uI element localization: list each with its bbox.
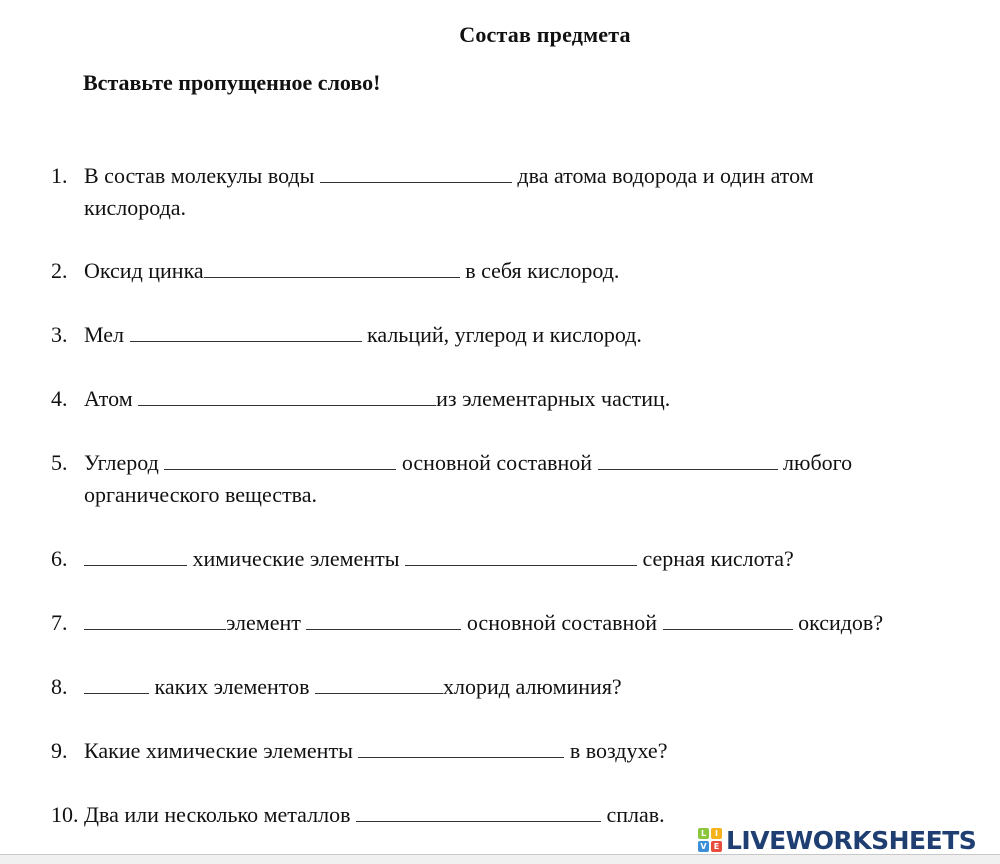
logo-letter-block: L [698,828,709,839]
question-text: основной составной [461,610,663,635]
answer-blank[interactable] [203,257,460,278]
question-item: 6. химические элементы серная кислота? [51,543,794,575]
question-text: в воздухе? [564,738,668,763]
question-text: элемент [226,610,307,635]
question-text: основной составной [396,450,598,475]
question-text: оксидов? [792,610,884,635]
question-text: Два или несколько металлов [84,802,356,827]
question-text: химические элементы [187,546,405,571]
question-number: 4. [51,386,68,411]
logo-letter-block: E [711,841,722,852]
question-text: любого [777,450,853,475]
question-text: каких элементов [149,674,316,699]
question-text: два атома водорода и один атом [511,163,814,188]
question-number: 1. [51,163,68,188]
question-text: Атом [84,386,139,411]
answer-blank[interactable] [164,449,397,470]
question-text: Мел [84,322,130,347]
question-number: 5. [51,450,68,475]
question-number: 6. [51,546,68,571]
question-text: Какие химические элементы [84,738,359,763]
answer-blank[interactable] [597,449,778,470]
answer-blank[interactable] [306,609,462,630]
logo-text: LIVEWORKSHEETS [726,825,977,855]
question-item: 1. В состав молекулы воды два атома водор… [51,160,814,224]
question-text: из элементарных частиц. [436,386,671,411]
question-number: 3. [51,322,68,347]
question-text: в себя кислород. [459,258,620,283]
instruction-text: Вставьте пропущенное слово! [83,70,381,95]
question-text: В состав молекулы воды [84,163,320,188]
bottom-bar [0,854,1000,864]
question-item: 4. Атом из элементарных частиц. [51,383,670,415]
answer-blank[interactable] [84,545,187,566]
question-text: хлорид алюминия? [443,674,622,699]
question-number: 2. [51,258,68,283]
question-text: кальций, углерод и кислород. [361,322,642,347]
answer-blank[interactable] [355,801,601,822]
question-text: Углерод [84,450,165,475]
question-text: сплав. [600,802,665,827]
question-item: 3. Мел кальций, углерод и кислород. [51,319,642,351]
logo-letter-block: I [711,828,722,839]
question-item: 9. Какие химические элементы в воздухе? [51,735,667,767]
question-text: серная кислота? [636,546,794,571]
answer-blank[interactable] [319,162,512,183]
worksheet-title: Состав предмета [459,22,631,47]
question-text-continued: органического вещества. [84,482,318,507]
question-number: 7. [51,610,68,635]
question-number: 10. [51,802,79,827]
answer-blank[interactable] [358,737,565,758]
answer-blank[interactable] [315,673,444,694]
question-number: 8. [51,674,68,699]
answer-blank[interactable] [662,609,793,630]
answer-blank[interactable] [404,545,637,566]
question-item: 8. каких элементов хлорид алюминия? [51,671,622,703]
question-item: 2. Оксид цинка в себя кислород. [51,255,619,287]
answer-blank[interactable] [129,321,362,342]
question-text-continued: кислорода. [84,195,187,220]
question-item: 7. элемент основной составной оксидов? [51,607,883,639]
question-item: 5. Углерод основной составной любого орган… [51,447,852,511]
answer-blank[interactable] [84,609,226,630]
answer-blank[interactable] [84,673,149,694]
question-text: Оксид цинка [84,258,204,283]
answer-blank[interactable] [138,385,437,406]
question-item: 10.Два или несколько металлов сплав. [51,799,665,831]
question-number: 9. [51,738,68,763]
logo-letter-block: V [698,841,709,852]
